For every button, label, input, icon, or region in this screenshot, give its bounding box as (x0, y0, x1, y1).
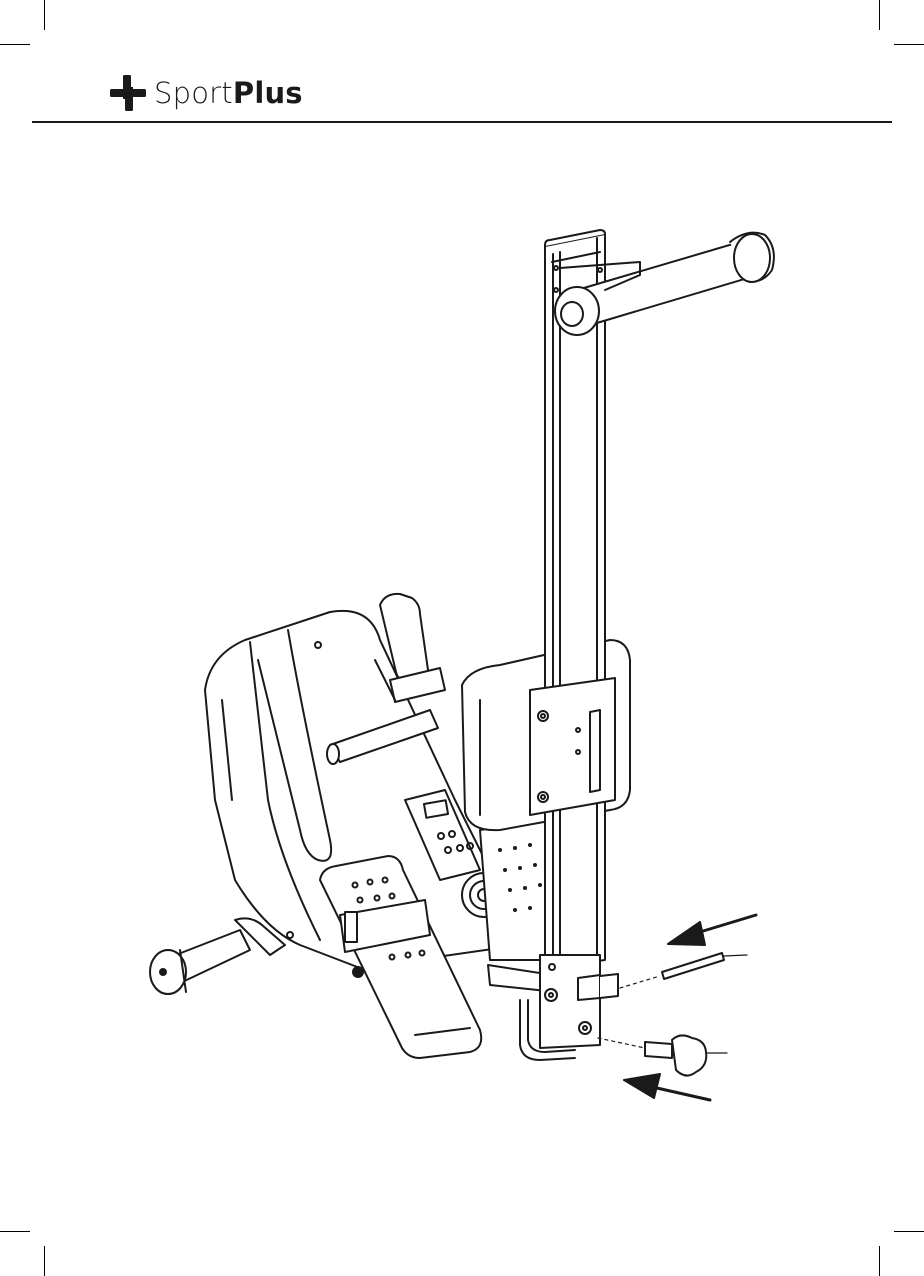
insert-arrow-upper (668, 915, 756, 945)
insert-arrow-lower (624, 1074, 710, 1100)
main-rail (545, 230, 605, 968)
rail-pin (620, 953, 747, 988)
side-panel (480, 820, 545, 960)
star-knob (598, 1035, 727, 1075)
rear-stabilizer (150, 918, 285, 994)
seat-carriage (530, 678, 615, 815)
